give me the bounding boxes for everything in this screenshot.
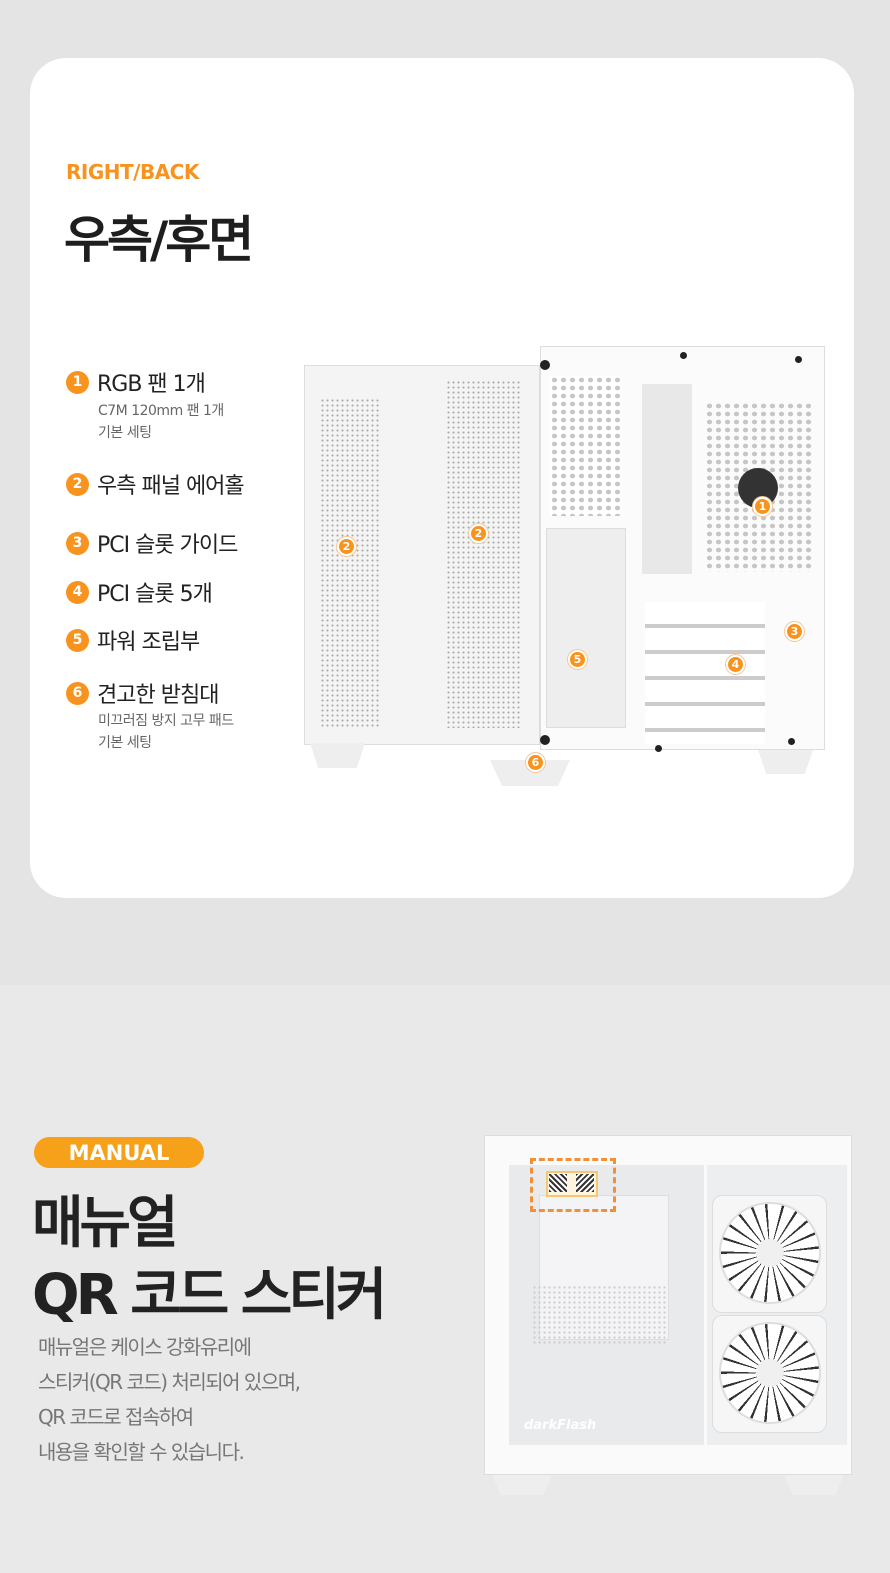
feature-1: 1 RGB 팬 1개 [66,366,206,398]
feature-label: PCI 슬롯 가이드 [97,533,238,558]
darkflash-logo: darkFlash [524,1418,597,1433]
marker-5: 5 [568,650,587,669]
feature-label: 견고한 받침대 [97,683,219,708]
feature-3: 3 PCI 슬롯 가이드 [66,527,238,559]
number-badge: 3 [66,531,89,555]
number-badge: 2 [66,472,89,496]
feature-sub-line: 기본 세팅 [98,735,152,751]
description-line: 내용을 확인할 수 있습니다. [38,1440,245,1464]
description-line: 매뉴얼은 케이스 강화유리에 [38,1335,252,1359]
feature-2: 2 우측 패널 에어홀 [66,468,245,500]
number-badge: 6 [66,681,89,705]
manual-description: 매뉴얼은 케이스 강화유리에 스티커(QR 코드) 처리되어 있으며, QR 코… [38,1330,301,1470]
feature-sub-line: 미끄러짐 방지 고무 패드 [98,713,234,729]
marker-3: 3 [785,622,804,641]
number-badge: 4 [66,580,89,604]
manual-title-line-1: 매뉴얼 [32,1191,179,1256]
description-line: 스티커(QR 코드) 처리되어 있으며, [38,1370,301,1394]
feature-4: 4 PCI 슬롯 5개 [66,576,213,608]
number-badge: 5 [66,628,89,652]
feature-label: RGB 팬 1개 [97,372,206,397]
feature-label: 우측 패널 에어홀 [97,474,245,499]
manual-badge: MANUAL [34,1137,204,1168]
feature-6: 6 견고한 받침대 [66,677,219,709]
case-back-illustration [300,340,830,790]
marker-1: 1 [753,497,772,516]
qr-highlight-box [530,1158,616,1212]
marker-4: 4 [726,655,745,674]
description-line: QR 코드로 접속하여 [38,1405,194,1429]
section-title: 우측/후면 [64,211,254,269]
section-eyebrow: RIGHT/BACK [66,160,199,184]
feature-sub-line: 기본 세팅 [98,425,152,441]
feature-label: PCI 슬롯 5개 [97,582,213,607]
manual-title-line-2: QR 코드 스티커 [32,1263,387,1328]
number-badge: 1 [66,370,89,394]
feature-label: 파워 조립부 [97,630,200,655]
case-front-illustration: darkFlash [484,1135,854,1495]
marker-2: 2 [337,537,356,556]
feature-5: 5 파워 조립부 [66,624,200,656]
marker-2: 2 [469,524,488,543]
feature-sub-line: C7M 120mm 팬 1개 [98,403,224,419]
marker-6: 6 [526,753,545,772]
